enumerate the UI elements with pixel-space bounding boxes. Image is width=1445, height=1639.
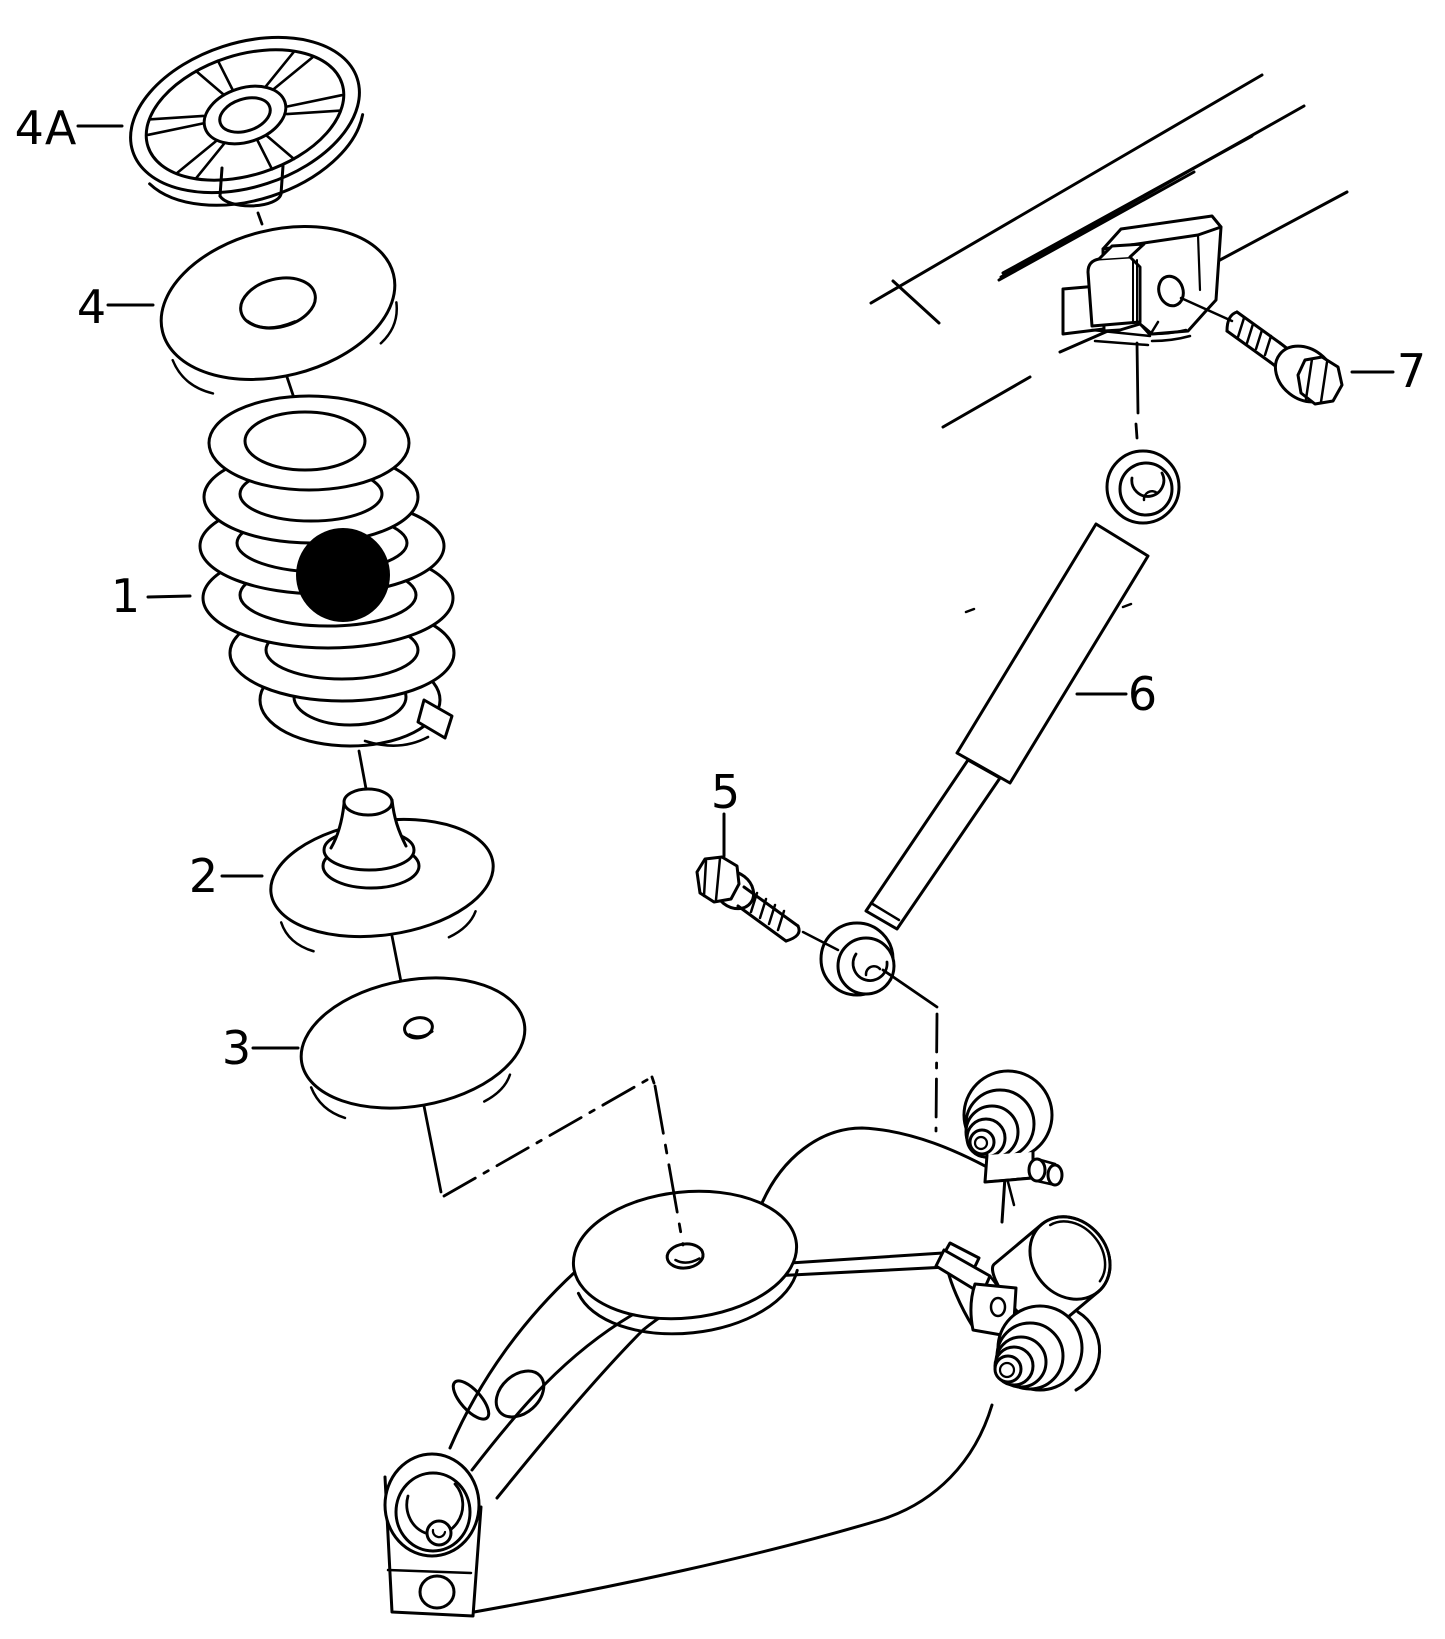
callout-label-5: 5	[710, 765, 742, 819]
spring-seat-axis	[357, 749, 369, 796]
spring-seat-2	[269, 787, 495, 953]
spring-retainer-4a	[129, 35, 365, 208]
callout-label-1: 1	[110, 569, 142, 623]
body-rail-lines	[869, 73, 1349, 429]
shock-absorber	[819, 449, 1181, 997]
bracket-shock-axis	[1134, 341, 1140, 440]
shock-mount-bracket	[1061, 214, 1223, 347]
callout-label-3: 3	[221, 1021, 253, 1075]
shock-arm-axis	[881, 968, 939, 1133]
pad-arm-axis	[422, 1075, 685, 1247]
bolt-5	[695, 855, 840, 952]
highlight-dot	[296, 528, 390, 622]
arm-spring-seat	[571, 1189, 799, 1336]
callout-leaders	[76, 124, 1395, 1050]
callout-label-6: 6	[1127, 667, 1159, 721]
callout-label-7: 7	[1396, 344, 1428, 398]
arm-bushing-cluster	[934, 1069, 1112, 1392]
bolt-7	[1179, 296, 1344, 406]
spring-pad-3	[299, 976, 527, 1120]
spring-washer-4	[159, 225, 398, 395]
callout-label-4a: 4A	[14, 101, 78, 155]
callout-label-4: 4	[76, 280, 108, 334]
callout-label-2: 2	[188, 849, 220, 903]
